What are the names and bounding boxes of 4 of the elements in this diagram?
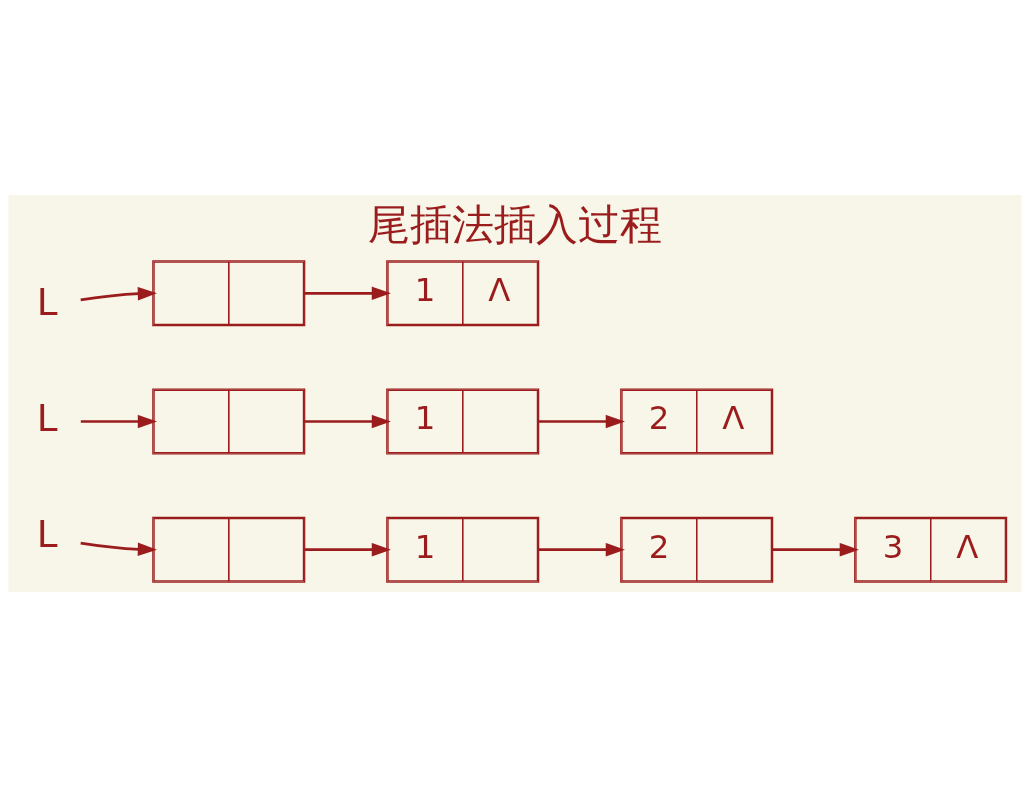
node-text: L: [36, 279, 58, 324]
node-text: L: [36, 395, 58, 440]
diagram-title: 尾插法插入过程: [368, 199, 662, 249]
node-text: L: [36, 511, 58, 556]
